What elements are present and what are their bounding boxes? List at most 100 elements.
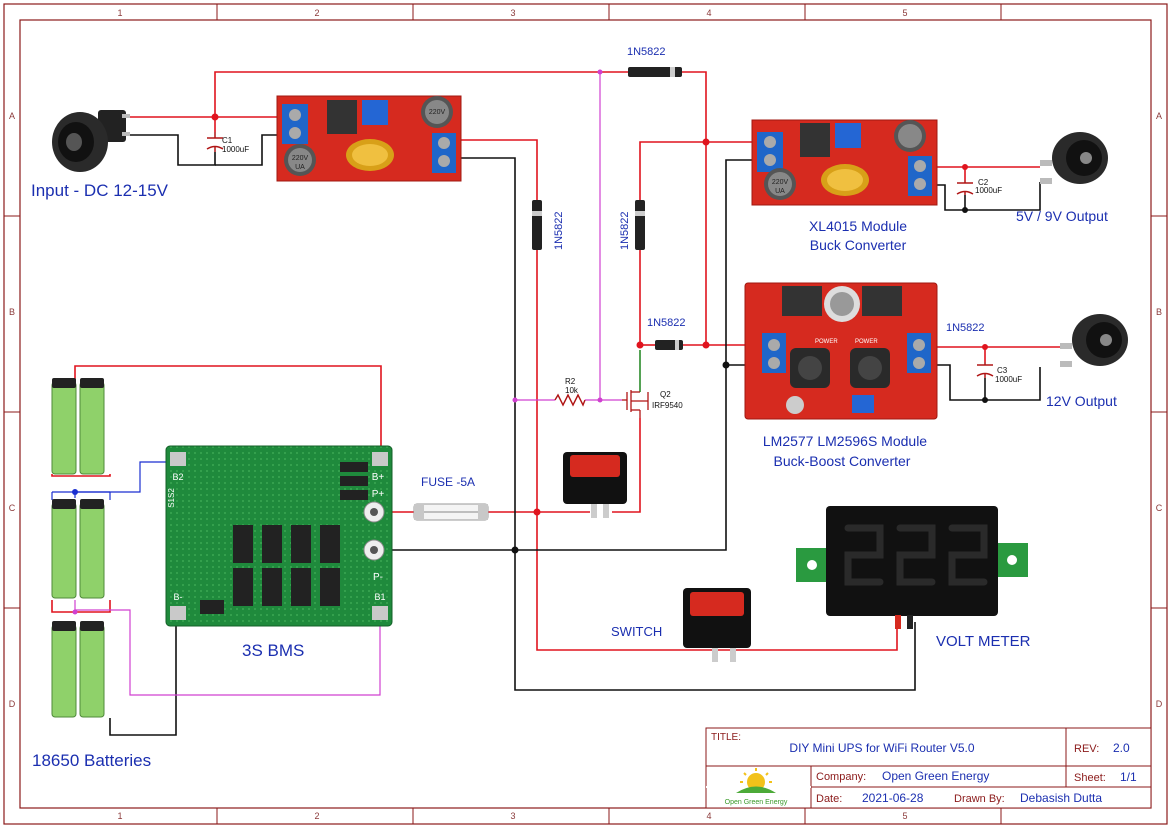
date-value: 2021-06-28 <box>862 791 924 805</box>
c1-name: C1 <box>222 136 233 145</box>
frame-col-4: 4 <box>706 8 711 18</box>
frame-col-1: 1 <box>117 8 122 18</box>
output-jack-12v <box>1060 314 1128 367</box>
xl4015-input-cap-text-3: UA <box>295 164 305 171</box>
frame-row-a: A <box>9 111 15 121</box>
output-5v9v-label: 5V / 9V Output <box>1016 208 1108 224</box>
lm2577-board: POWER POWER <box>744 282 938 420</box>
rocker-switch-upper <box>563 452 627 518</box>
bms-pminus-label: P- <box>373 572 383 583</box>
sheet-value: 1/1 <box>1120 770 1137 784</box>
fuse-label: FUSE -5A <box>421 475 475 489</box>
frame-col-3: 3 <box>510 8 515 18</box>
frame-row-c: C <box>9 503 16 513</box>
fuse <box>413 503 489 521</box>
wires-gate <box>74 72 622 696</box>
company-label: Company: <box>816 771 866 783</box>
q2-name: Q2 <box>660 390 671 399</box>
date-label: Date: <box>816 793 842 805</box>
wires-negative <box>109 134 1041 736</box>
xl4015-input-board: 220V 220V UA <box>276 95 462 182</box>
sun-logo-icon <box>736 768 776 793</box>
main-labels: Input - DC 12-15V 18650 Batteries 3S BMS… <box>31 181 1117 770</box>
bms-b1-label: B1 <box>374 592 385 602</box>
capacitor-c3 <box>976 362 994 378</box>
title-block: TITLE: DIY Mini UPS for WiFi Router V5.0… <box>705 727 1152 809</box>
resistor-r2 <box>554 393 586 407</box>
c1-value: 1000uF <box>222 145 249 154</box>
bms-pplus-label: P+ <box>372 489 385 500</box>
lm-label-line1: LM2577 LM2596S Module <box>763 433 927 449</box>
xl4015-output-cap-text: 220V <box>772 179 789 186</box>
sheet-label: Sheet: <box>1074 772 1106 784</box>
mosfet-q2 <box>622 390 649 418</box>
capacitor-c1 <box>206 132 224 152</box>
output-jack-5v9v <box>1040 132 1108 184</box>
c2-value: 1000uF <box>975 186 1002 195</box>
xl4015-label-line2: Buck Converter <box>810 237 907 253</box>
wires-positive <box>51 71 1060 651</box>
drawing-title: DIY Mini UPS for WiFi Router V5.0 <box>789 741 974 755</box>
capacitor-c2 <box>956 180 974 195</box>
frame-col-2: 2 <box>314 8 319 18</box>
bms-board: B2 B+ P+ P- B- B1 S1S2 <box>165 445 393 627</box>
output-12v-label: 12V Output <box>1046 393 1117 409</box>
frame-row-d: D <box>9 699 16 709</box>
r2-name: R2 <box>565 377 576 386</box>
diode-top-label: 1N5822 <box>627 46 666 58</box>
component-labels: C1 1000uF C2 1000uF C3 1000uF R2 10k Q2 … <box>222 46 1022 410</box>
battery-pack <box>51 378 105 718</box>
frame-col-3-bottom: 3 <box>510 811 515 821</box>
lm2577-power-text-2: POWER <box>855 339 878 345</box>
drawn-by-label: Drawn By: <box>954 793 1005 805</box>
voltmeter-label: VOLT METER <box>936 633 1031 650</box>
rev-label: REV: <box>1074 743 1099 755</box>
c3-value: 1000uF <box>995 375 1022 384</box>
lm-label-line2: Buck-Boost Converter <box>774 453 911 469</box>
frame-col-4-bottom: 4 <box>706 811 711 821</box>
bms-side-label: S1S2 <box>167 488 176 508</box>
switch-label: SWITCH <box>611 624 662 639</box>
c2-name: C2 <box>978 178 989 187</box>
diode-mid-label: 1N5822 <box>619 211 631 250</box>
rev-value: 2.0 <box>1113 741 1130 755</box>
frame-row-b-right: B <box>1156 307 1162 317</box>
lm2577-power-text: POWER <box>815 339 838 345</box>
junction-dots <box>72 69 988 615</box>
company-value: Open Green Energy <box>882 769 989 783</box>
rocker-switch-lower <box>683 588 751 662</box>
c3-name: C3 <box>997 366 1008 375</box>
frame-row-b: B <box>9 307 15 317</box>
bms-bplus-label: B+ <box>372 472 385 483</box>
bms-b2-label: B2 <box>172 472 183 482</box>
batteries-label: 18650 Batteries <box>32 751 151 770</box>
diode-left-label: 1N5822 <box>553 211 565 250</box>
diode-middle-label: 1N5822 <box>647 317 686 329</box>
diode-top <box>628 67 682 77</box>
q2-value: IRF9540 <box>652 401 683 410</box>
logo-text: Open Green Energy <box>725 799 788 806</box>
input-label: Input - DC 12-15V <box>31 181 169 200</box>
frame-row-a-right: A <box>1156 111 1162 121</box>
bms-label: 3S BMS <box>242 641 304 660</box>
frame-row-d-right: D <box>1156 699 1163 709</box>
frame-row-c-right: C <box>1156 503 1163 513</box>
dc-input-jack <box>52 110 130 172</box>
xl4015-label-line1: XL4015 Module <box>809 218 907 234</box>
xl4015-input-cap-text: 220V <box>429 109 446 116</box>
diode-right-label: 1N5822 <box>946 322 985 334</box>
xl4015-input-cap-text-2: 220V <box>292 155 309 162</box>
diode-mid-vertical <box>635 200 645 250</box>
drawn-by-value: Debasish Dutta <box>1020 791 1102 805</box>
xl4015-output-cap-text-2: UA <box>775 188 785 195</box>
bms-bminus-label: B- <box>174 592 183 602</box>
frame-col-5-bottom: 5 <box>902 811 907 821</box>
diode-left-vertical <box>532 200 542 250</box>
drawing-frame: 1 2 3 4 5 1 2 3 4 5 A B C D A B C D <box>3 3 1168 825</box>
frame-col-1-bottom: 1 <box>117 811 122 821</box>
frame-col-5: 5 <box>902 8 907 18</box>
r2-value: 10k <box>565 386 579 395</box>
xl4015-output-board: 220V UA <box>751 119 938 206</box>
title-label: TITLE: <box>711 732 741 743</box>
